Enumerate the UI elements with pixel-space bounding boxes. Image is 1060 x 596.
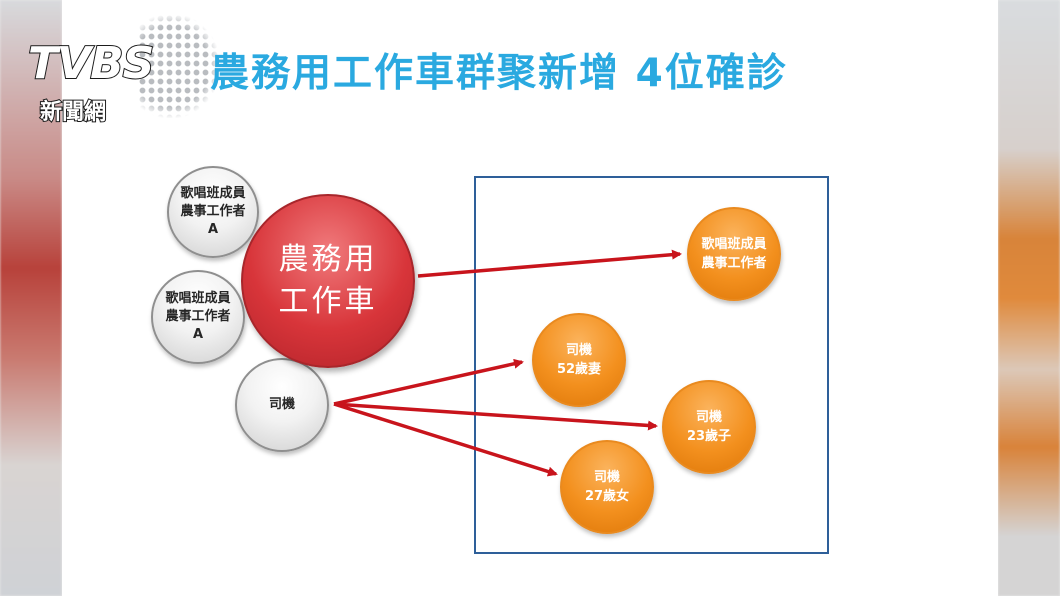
hub-node-farm-vehicle: 農務用 工作車 [241,194,415,368]
source-node-label-line3: A [192,327,204,342]
confirmed-node-label-line1: 歌唱班成員 [701,237,767,252]
background-blur-left [0,0,62,596]
background-blur-right [998,0,1060,596]
source-node-label-line1: 司機 [268,397,295,412]
confirmed-node-driver-daughter: 司機 27歲女 [560,440,654,534]
confirmed-node-label-line1: 司機 [695,410,722,425]
hub-node-label-line1: 農務用 [278,242,378,277]
source-node-singer-a-1: 歌唱班成員 農事工作者 A [167,166,259,258]
tvbs-logo: TVBS 新聞網 [26,14,220,126]
arrow-driver-to-wife [333,358,524,406]
arrow-driver-to-daughter [333,402,558,477]
confirmed-node-driver-son: 司機 23歲子 [662,380,756,474]
source-node-label-line3: A [207,222,219,237]
confirmed-node-label-line2: 52歲妻 [556,362,602,377]
logo-main-text: TVBS [27,37,155,90]
logo-dots-icon [138,14,220,118]
arrow-hub-to-singer [417,249,682,278]
source-node-driver: 司機 [235,358,329,452]
confirmed-node-label-line2: 23歲子 [686,429,732,444]
source-node-label-line1: 歌唱班成員 [165,291,231,306]
source-node-label-line2: 農事工作者 [180,204,246,219]
confirmed-node-label-line1: 司機 [593,470,620,485]
hub-node-label-line2: 工作車 [278,284,378,319]
confirmed-node-label-line1: 司機 [565,343,592,358]
logo-sub-text: 新聞網 [39,99,107,126]
confirmed-cases-box [474,176,829,554]
source-node-label-line1: 歌唱班成員 [180,186,246,201]
confirmed-node-driver-wife: 司機 52歲妻 [532,313,626,407]
confirmed-node-label-line2: 農事工作者 [701,256,767,271]
confirmed-node-label-line2: 27歲女 [584,489,630,504]
slide-title: 農務用工作車群聚新增 4位確診 [210,51,788,96]
source-node-singer-a-2: 歌唱班成員 農事工作者 A [151,270,245,364]
confirmed-node-singer: 歌唱班成員 農事工作者 [687,207,781,301]
arrow-driver-to-son [333,402,658,431]
source-node-label-line2: 農事工作者 [165,309,231,324]
